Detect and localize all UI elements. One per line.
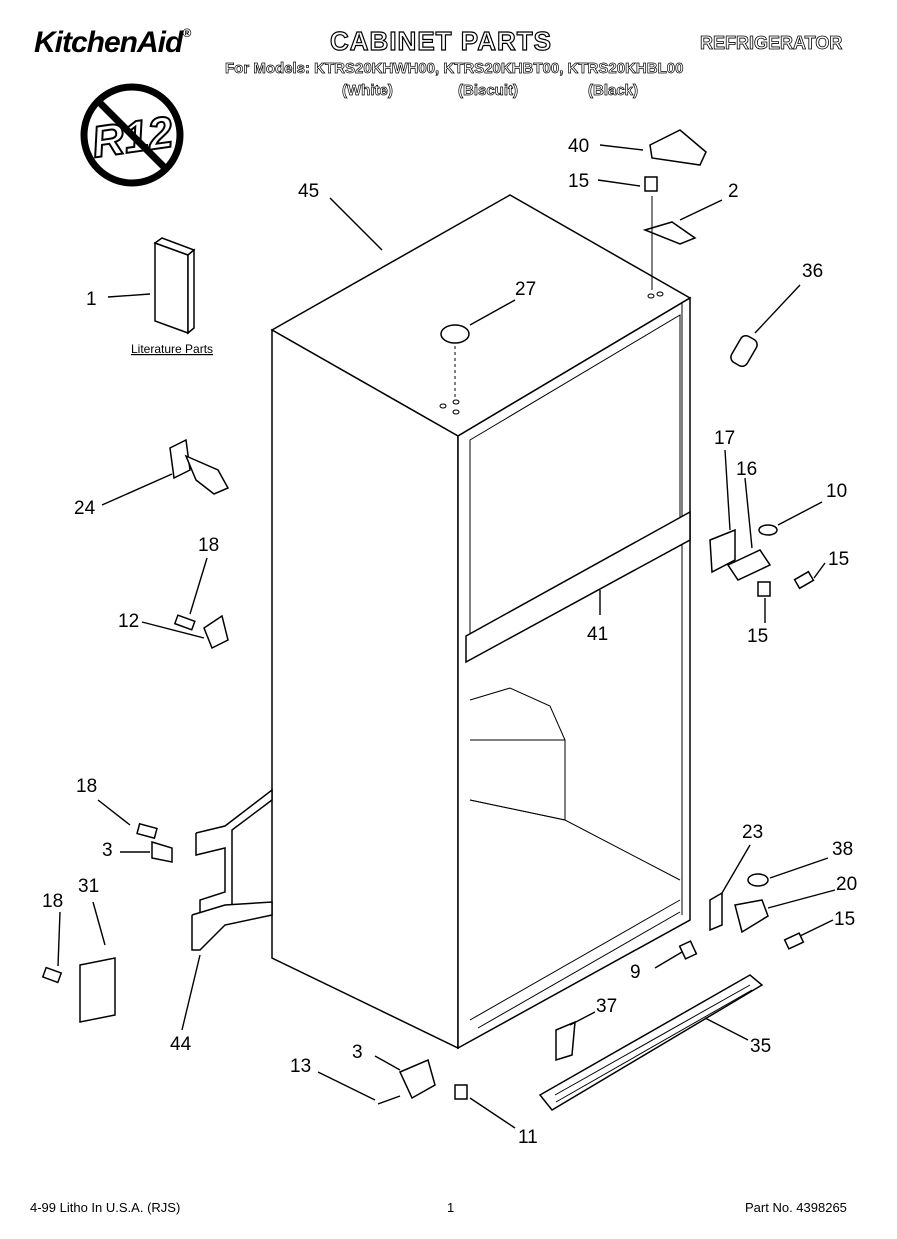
callout-3: 3	[352, 1042, 363, 1063]
part-9-screw	[678, 940, 698, 960]
part-27-plug	[440, 324, 470, 344]
product-type: REFRIGERATOR	[700, 33, 843, 54]
callout-5: 3	[102, 840, 113, 861]
part-20-hinge	[734, 899, 769, 934]
leader-lines	[57, 144, 836, 1129]
callout-11: 11	[518, 1127, 538, 1148]
callout-18-mid: 18	[76, 776, 97, 797]
callout-18-lower: 18	[42, 891, 63, 912]
callout-16: 16	[736, 459, 757, 480]
part-18-screw-c	[41, 966, 63, 984]
part-35-plug	[730, 334, 758, 368]
callout-38: 38	[832, 839, 853, 860]
part-36-grille	[538, 974, 764, 1111]
part-16-hinge	[726, 549, 772, 581]
part-37-clip	[555, 1020, 576, 1062]
part-15-screw-d	[783, 932, 805, 950]
part-18-screw-a	[173, 614, 196, 631]
callout-13: 13	[290, 1056, 311, 1077]
callout-18-upper: 18	[198, 535, 219, 556]
callout-44: 44	[170, 1034, 192, 1055]
callout-31: 31	[78, 876, 99, 897]
callout-40: 40	[568, 136, 589, 157]
callout-9: 9	[630, 962, 641, 983]
part-12-bracket	[203, 614, 229, 650]
part-5-clip	[151, 840, 173, 863]
callout-15-right: 15	[828, 549, 849, 570]
part-40-cover	[649, 129, 707, 166]
part-38-washer	[747, 873, 769, 887]
footer-litho: 4-99 Litho In U.S.A. (RJS)	[30, 1200, 181, 1215]
callout-37: 37	[596, 996, 617, 1017]
callout-24: 24	[74, 498, 96, 519]
part-18-screw-b	[136, 822, 158, 840]
part-3-roller	[398, 1058, 436, 1100]
variant-black: (Black)	[588, 82, 639, 100]
callout-41: 41	[587, 624, 608, 645]
part-44-bracket	[191, 788, 273, 951]
part-31-cover	[79, 957, 116, 1023]
callout-15-bottom: 15	[834, 909, 855, 930]
callout-20: 20	[836, 874, 857, 895]
brand-logo: KitchenAid®	[34, 26, 191, 59]
r12-badge: R12	[80, 83, 184, 187]
page-title: CABINET PARTS	[329, 25, 552, 56]
callout-1: 1	[86, 289, 97, 310]
callout-12: 12	[118, 611, 139, 632]
callout-10: 10	[826, 481, 847, 502]
variant-biscuit: (Biscuit)	[458, 82, 519, 100]
callout-36: 35	[750, 1036, 771, 1057]
part-17-hinge	[709, 528, 736, 574]
cabinet-shell	[270, 194, 692, 1050]
callout-45: 45	[298, 181, 319, 202]
model-list: For Models: KTRS20KHWH00, KTRS20KHBT00, …	[225, 60, 684, 78]
callout-15-lower: 15	[747, 626, 768, 647]
footer-page-number: 1	[447, 1200, 455, 1215]
part-23-hinge	[709, 891, 723, 932]
part-15-screw-c	[757, 581, 771, 597]
callout-35: 36	[802, 261, 823, 282]
literature-booklet: Literature Parts	[131, 237, 213, 356]
part-15-screw	[644, 176, 658, 192]
callout-17: 17	[714, 428, 735, 449]
literature-label: Literature Parts	[131, 342, 213, 356]
part-24-shelf-support	[169, 438, 230, 495]
part-15-screw-b	[793, 570, 815, 590]
callout-27: 27	[515, 279, 536, 300]
callout-15-top: 15	[568, 171, 589, 192]
variant-white: (White)	[342, 82, 394, 100]
part-11-screw	[454, 1084, 468, 1100]
part-2-hinge	[642, 221, 697, 245]
part-10-washer	[758, 524, 778, 536]
callout-23: 23	[742, 822, 763, 843]
footer-part-number: Part No. 4398265	[745, 1200, 847, 1215]
part-13-screw	[377, 1095, 401, 1105]
callout-numbers: 40 15 2 36 45 27 1 24 18 12 17 16 10 15 …	[42, 136, 857, 1148]
callout-2: 2	[728, 181, 739, 202]
